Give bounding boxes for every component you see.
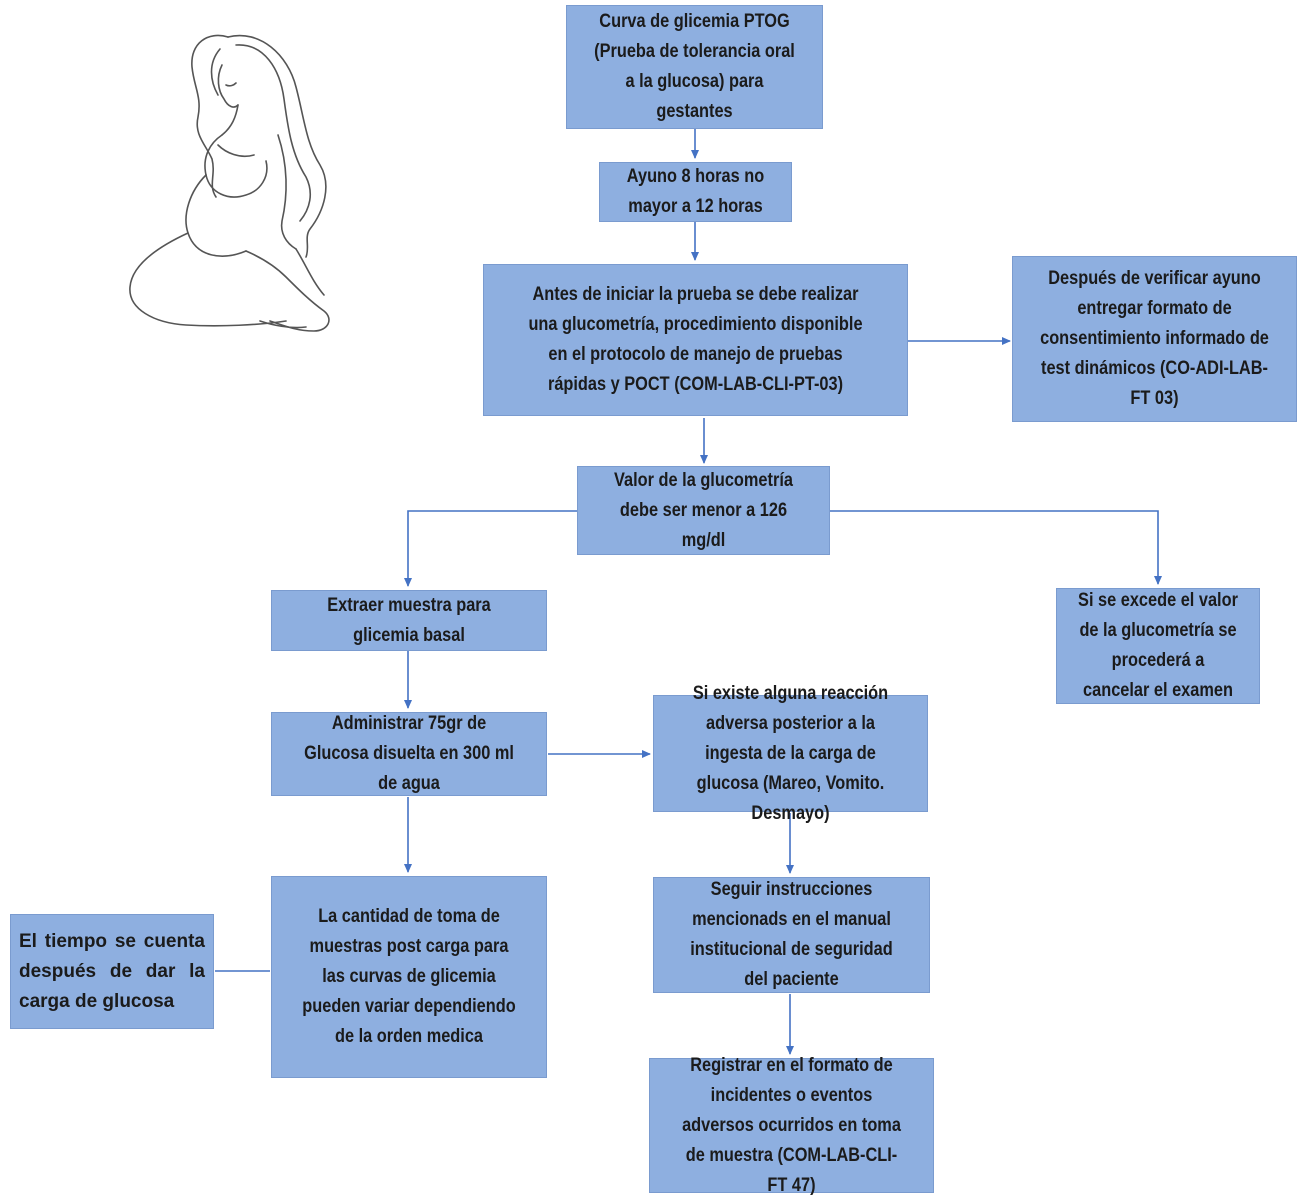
node-time-note: El tiempo se cuenta después de dar la ca… (10, 914, 214, 1029)
node-basal-sample: Extraer muestra para glicemia basal (271, 590, 547, 651)
node-consent: Después de verificar ayuno entregar form… (1012, 256, 1297, 422)
node-exceed: Si se excede el valor de la glucometría … (1056, 588, 1260, 704)
node-register: Registrar en el formato de incidentes o … (649, 1055, 934, 1196)
edge-value-basal (404, 510, 577, 587)
node-glucometry: Antes de iniciar la prueba se debe reali… (483, 264, 908, 416)
node-title: Curva de glicemia PTOG (Prueba de tolera… (566, 5, 823, 129)
node-administer: Administrar 75gr de Glucosa disuelta en … (271, 712, 547, 796)
pregnant-woman-illustration (110, 25, 350, 360)
edge-value-exceed (830, 510, 1162, 585)
node-follow: Seguir instrucciones mencionads en el ma… (653, 877, 930, 993)
node-fasting: Ayuno 8 horas no mayor a 12 horas (599, 162, 792, 222)
node-samples-qty: La cantidad de toma de muestras post car… (271, 876, 547, 1078)
node-adverse: Si existe alguna reacción adversa poster… (653, 683, 928, 824)
node-value-check: Valor de la glucometría debe ser menor a… (577, 466, 830, 555)
